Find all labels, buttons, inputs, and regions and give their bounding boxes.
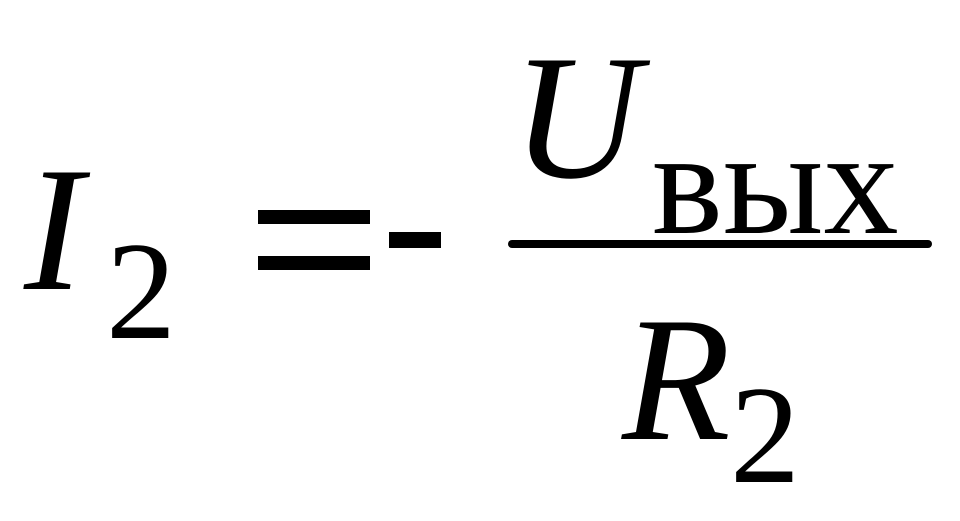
denominator-variable: R (622, 280, 731, 478)
lhs-subscript: 2 (106, 214, 176, 369)
equals-sign-top-bar (258, 210, 370, 224)
numerator-subscript: вых (652, 100, 899, 266)
fraction-bar (508, 240, 932, 248)
lhs-variable: I (24, 130, 84, 328)
numerator-variable: U (512, 18, 641, 216)
equals-sign-bottom-bar (258, 256, 370, 270)
minus-sign (389, 232, 441, 248)
denominator-subscript: 2 (730, 358, 800, 513)
